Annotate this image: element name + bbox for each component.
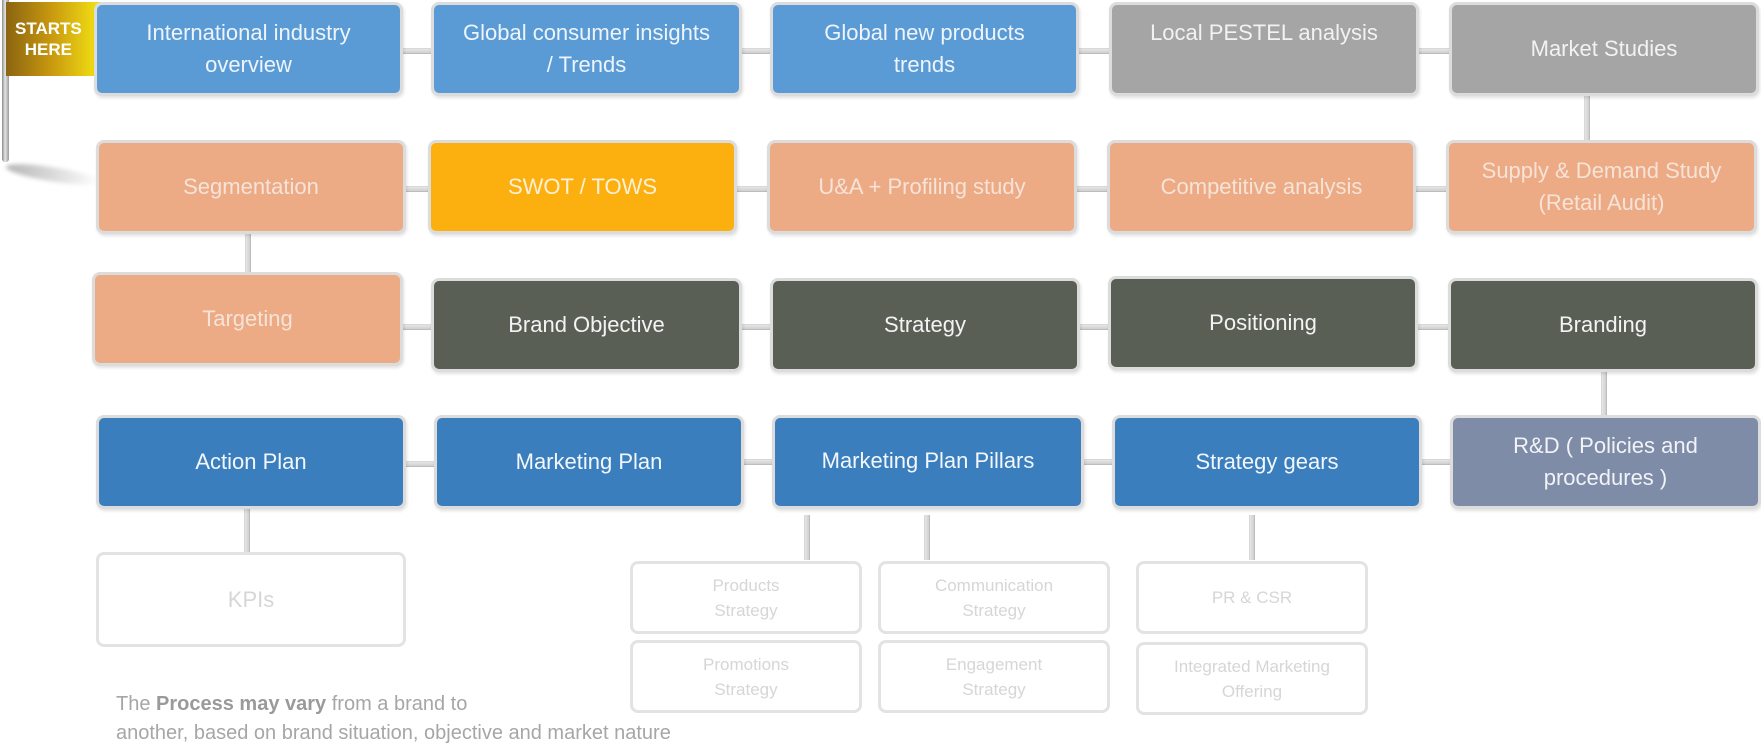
step-strategy-gears[interactable]: Strategy gears [1112,415,1422,509]
connector [1076,48,1112,54]
output-pr-csr[interactable]: PR & CSR [1136,561,1368,634]
connector [403,186,431,192]
connector [804,515,810,560]
note-line-2: another, based on brand situation, objec… [116,722,671,744]
connector [403,461,437,467]
connector [739,324,773,330]
step-global-new-products-trends[interactable]: Global new products trends [770,2,1079,96]
connector [245,234,251,272]
connector [400,324,434,330]
note-prefix: The [116,693,157,715]
process-note: The Process may vary from a brand to ano… [116,690,671,747]
output-products-strategy[interactable]: Products Strategy [630,561,862,634]
note-emphasis: Process may vary [156,693,327,715]
note-suffix: from a brand to [326,693,468,715]
connector [1416,48,1452,54]
connector [1413,186,1449,192]
step-competitive-analysis[interactable]: Competitive analysis [1107,140,1416,234]
output-engagement-strategy[interactable]: Engagement Strategy [878,640,1110,713]
step-positioning[interactable]: Positioning [1108,276,1418,370]
step-rnd-policies[interactable]: R&D ( Policies and procedures ) [1450,415,1761,509]
step-ua-profiling-study[interactable]: U&A + Profiling study [767,140,1077,234]
connector [1077,324,1111,330]
connector [741,459,775,465]
output-integrated-marketing-offering[interactable]: Integrated Marketing Offering [1136,642,1368,715]
step-marketing-plan-pillars[interactable]: Marketing Plan Pillars [772,415,1084,509]
step-segmentation[interactable]: Segmentation [96,140,406,234]
output-kpis[interactable]: KPIs [96,552,406,647]
connector [1584,96,1590,140]
connector [1249,515,1255,560]
connector [739,48,773,54]
connector [244,509,250,553]
output-promotions-strategy[interactable]: Promotions Strategy [630,640,862,713]
step-strategy[interactable]: Strategy [770,278,1080,372]
step-action-plan[interactable]: Action Plan [96,415,406,509]
step-local-pestel-analysis[interactable]: Local PESTEL analysis [1109,2,1419,96]
connector [924,515,930,560]
connector [1081,459,1115,465]
flag-shadow [4,160,101,189]
connector [1415,324,1451,330]
step-market-studies[interactable]: Market Studies [1449,2,1759,96]
flag-pole-icon [2,0,9,162]
step-supply-demand-study[interactable]: Supply & Demand Study (Retail Audit) [1446,140,1757,234]
step-global-consumer-insights[interactable]: Global consumer insights / Trends [431,2,742,96]
connector [1419,459,1453,465]
output-communication-strategy[interactable]: Communication Strategy [878,561,1110,634]
step-targeting[interactable]: Targeting [92,272,403,366]
connector [1601,372,1607,416]
step-branding[interactable]: Branding [1448,278,1758,372]
step-international-industry-overview[interactable]: International industry overview [94,2,403,96]
step-swot-tows[interactable]: SWOT / TOWS [428,140,737,234]
connector [400,48,434,54]
step-marketing-plan[interactable]: Marketing Plan [434,415,744,509]
step-brand-objective[interactable]: Brand Objective [431,278,742,372]
connector [734,186,770,192]
connector [1074,186,1110,192]
